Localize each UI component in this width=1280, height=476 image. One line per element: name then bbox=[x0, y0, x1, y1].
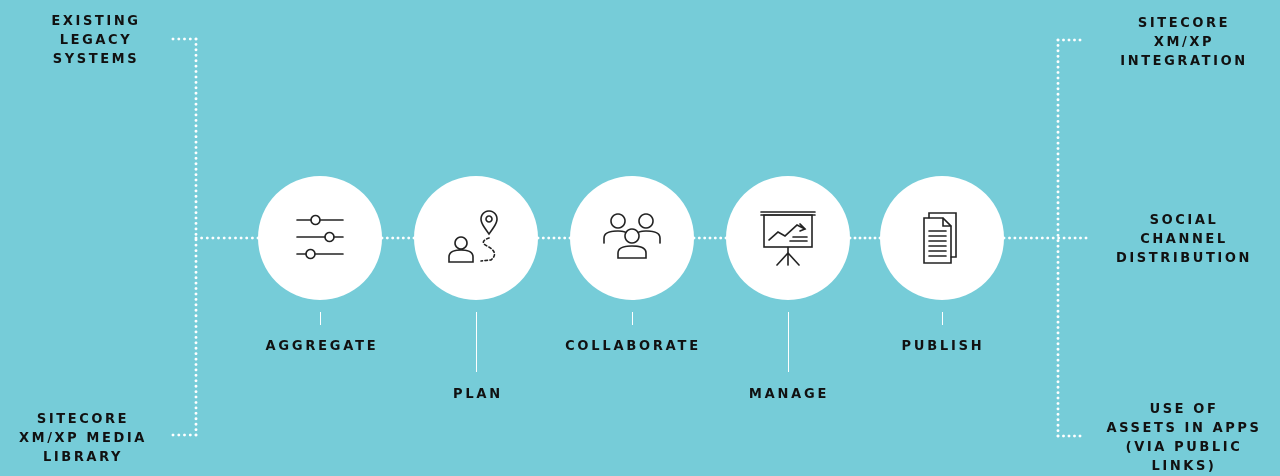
route-person-icon bbox=[448, 210, 498, 263]
sliders-icon bbox=[296, 214, 344, 260]
presentation-chart-icon bbox=[760, 211, 816, 266]
output-social-distribution: SOCIAL CHANNEL DISTRIBUTION bbox=[1115, 213, 1252, 266]
step-aggregate-circle bbox=[258, 176, 382, 300]
document-icon bbox=[923, 212, 957, 264]
output-sitecore-integration: SITECORE XM/XP INTEGRATION bbox=[1120, 16, 1248, 69]
step-plan-circle bbox=[414, 176, 538, 300]
step-manage-label: MANAGE bbox=[748, 387, 830, 402]
team-icon bbox=[603, 213, 661, 259]
output-apps-public-links: USE OF ASSETS IN APPS (VIA PUBLIC LINKS) bbox=[1106, 402, 1262, 474]
step-publish-circle bbox=[880, 176, 1004, 300]
source-legacy-systems: EXISTING LEGACY SYSTEMS bbox=[51, 14, 141, 67]
step-plan-label: PLAN bbox=[453, 387, 503, 402]
source-media-library: SITECORE XM/XP MEDIA LIBRARY bbox=[19, 412, 147, 465]
step-collaborate-circle bbox=[570, 176, 694, 300]
step-aggregate-label: AGGREGATE bbox=[265, 339, 379, 354]
connector-dots bbox=[171, 37, 1088, 438]
step-manage-circle bbox=[726, 176, 850, 300]
step-collaborate-label: COLLABORATE bbox=[565, 339, 701, 354]
step-publish-label: PUBLISH bbox=[901, 339, 985, 354]
